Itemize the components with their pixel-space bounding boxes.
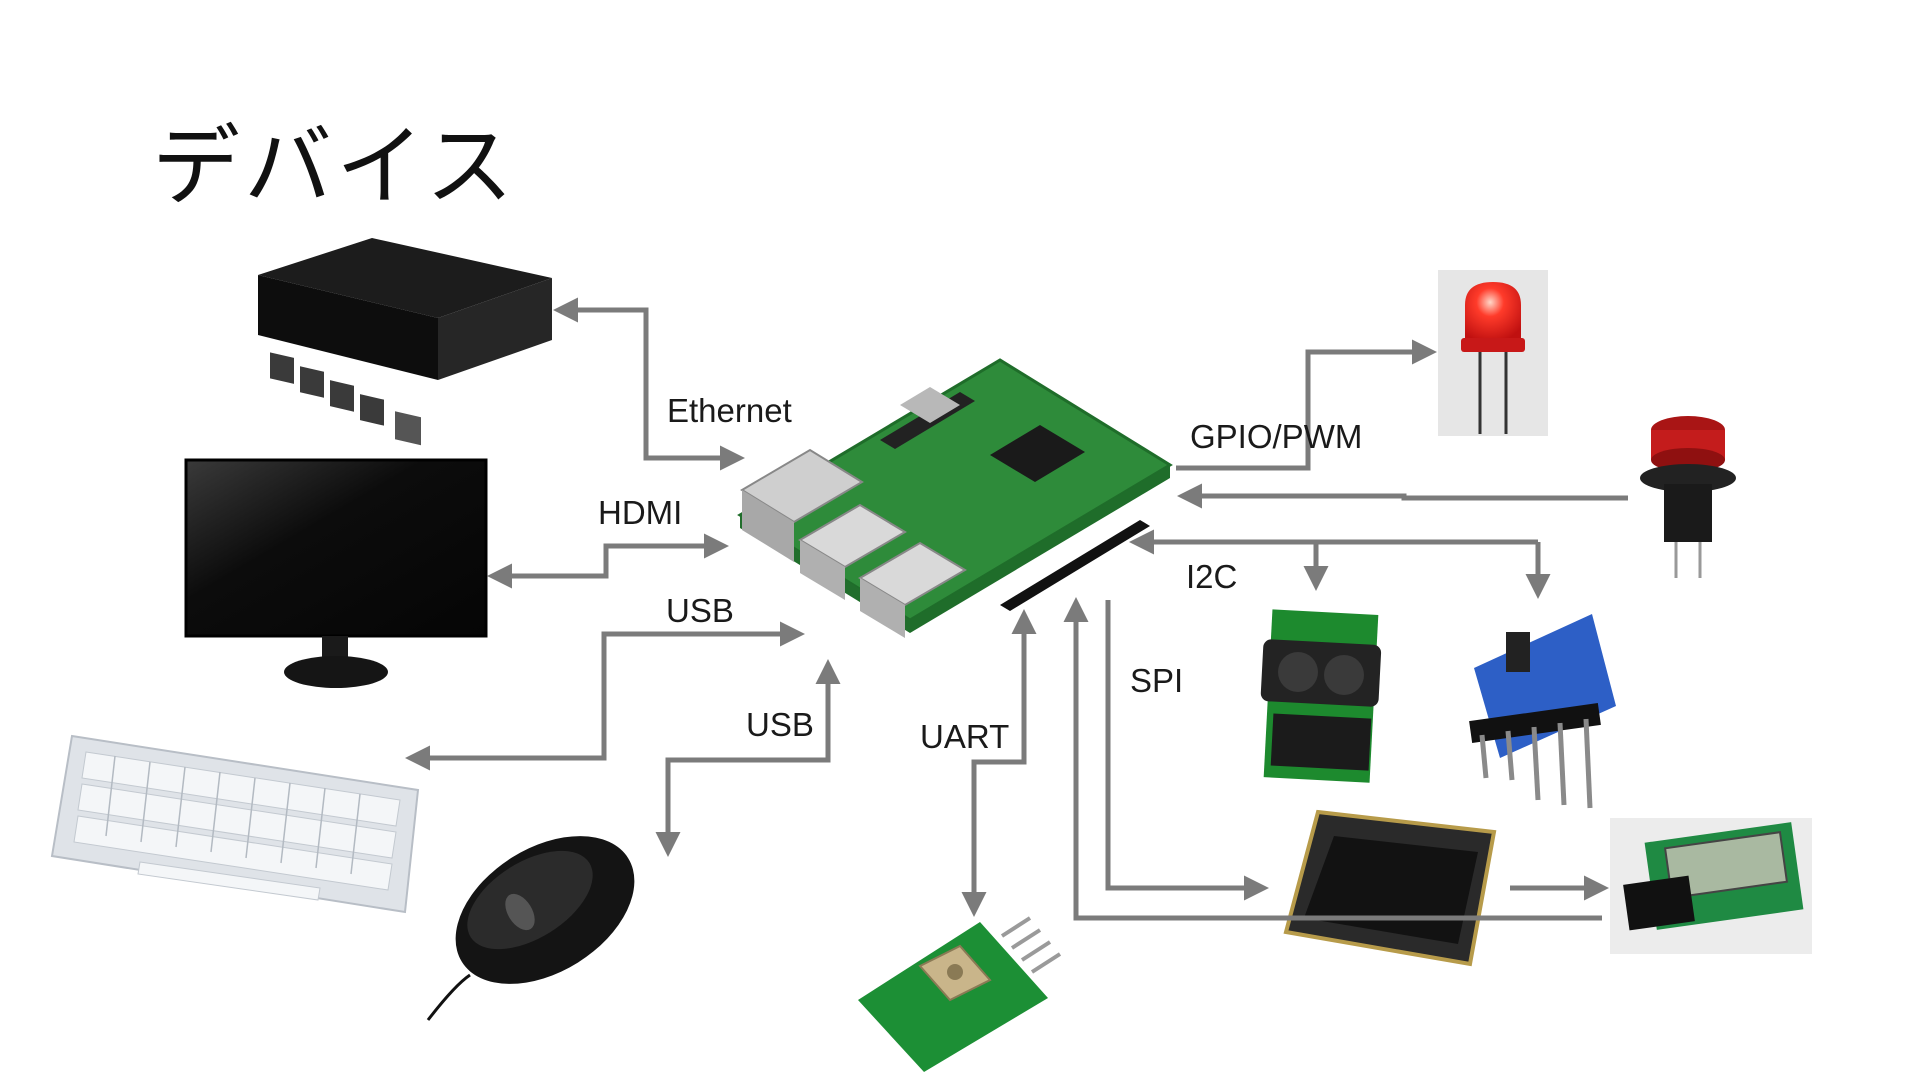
mouse-image: [426, 836, 635, 1021]
ethernet-label: Ethernet: [667, 392, 792, 429]
usb-keyboard-label: USB: [666, 592, 734, 629]
hdmi-label: HDMI: [598, 494, 683, 531]
tft-display-image: [1283, 809, 1497, 967]
uart-connector: [961, 609, 1037, 917]
monitor-image: [184, 458, 488, 688]
spi-label: SPI: [1130, 662, 1184, 699]
usb-mouse-label: USB: [746, 706, 814, 743]
usb-keyboard-connector: [405, 621, 805, 771]
hdmi-connector: [487, 533, 729, 589]
raspberry-pi-image: [737, 358, 1173, 638]
page-title: デバイス: [152, 115, 518, 218]
ethernet-connector: [553, 297, 745, 471]
uart-label: UART: [920, 718, 1010, 755]
oled-return-connector: [1063, 597, 1602, 921]
push-button-image: [1640, 416, 1736, 578]
keyboard-image: [50, 734, 420, 914]
i2c-label: I2C: [1186, 558, 1238, 595]
gps-module-image: [858, 916, 1062, 1072]
distance-sensor-image: [1260, 609, 1382, 783]
gpio-button-connector: [1177, 483, 1628, 509]
usb-mouse-connector: [655, 659, 841, 857]
oled-display-image: [1610, 818, 1812, 954]
spi-tft-connector: [1105, 600, 1269, 901]
gpio-led-connector: [1176, 339, 1437, 471]
led-image: [1438, 270, 1548, 436]
router-image: [258, 238, 552, 446]
temperature-sensor-image: [1469, 614, 1616, 809]
gpio-pwm-label: GPIO/PWM: [1190, 418, 1363, 455]
